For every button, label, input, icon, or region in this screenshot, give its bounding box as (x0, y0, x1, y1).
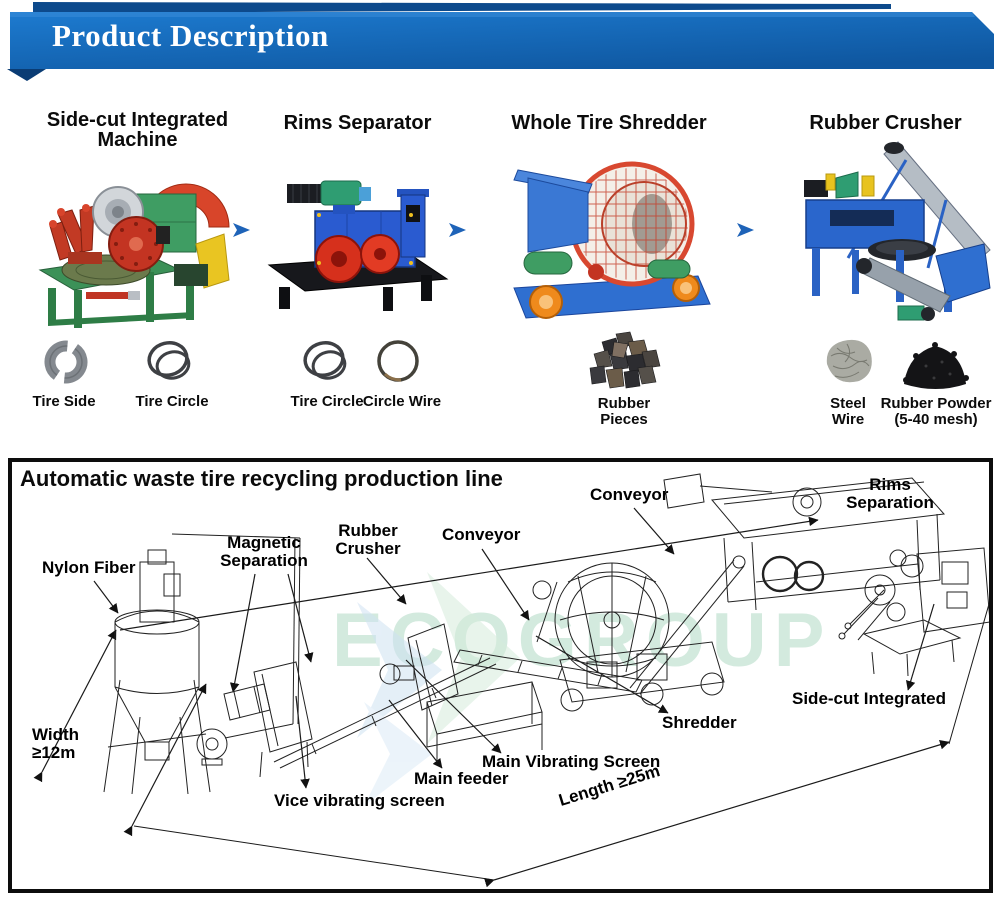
tire-circle-photo (303, 341, 347, 380)
ribbon-highlight (10, 12, 975, 17)
flow-arrow-icon (737, 223, 754, 237)
output-label-rubber-pieces: Rubber Pieces (597, 395, 651, 428)
machine-title-rims-separator: Rims Separator (283, 112, 432, 134)
flow-arrow-icon (233, 223, 250, 237)
output-label-steel-wire: Steel Wire (830, 395, 866, 428)
diagram-label-side-cut-integrated: Side-cut Integrated (792, 689, 946, 708)
machine-title-side-cut: Side-cut Integrated Machine (46, 109, 229, 151)
output-label-tire-side: Tire Side (32, 393, 96, 410)
diagram-label-main-feeder: Main feeder (414, 769, 509, 788)
output-label-circle-wire: Circle Wire (362, 393, 442, 410)
circle-wire-photo (377, 340, 419, 382)
diagram-title: Automatic waste tire recycling productio… (20, 466, 503, 491)
steel-wire-photo (826, 339, 872, 383)
output-label-tire-circle: Tire Circle (290, 393, 364, 410)
diagram-label-rubber-crusher: Rubber Crusher (335, 521, 401, 558)
flow-arrow-icon (449, 223, 466, 237)
diagram-label-conveyor: Conveyor (590, 485, 669, 504)
output-label-rubber-powder: Rubber Powder (5-40 mesh) (880, 395, 992, 428)
production-line-drawing (33, 473, 989, 888)
side-cut-machine-photo (38, 183, 230, 328)
diagram-label-rims-separation: Rims Separation (846, 475, 934, 512)
diagram-label-conveyor: Conveyor (442, 525, 521, 544)
tire-side-photo (44, 340, 88, 384)
machine-title-shredder: Whole Tire Shredder (511, 112, 707, 134)
diagram-label-width-dimension: Width ≥12m (32, 725, 80, 762)
header-ribbon (7, 2, 994, 81)
tire-circle-photo (147, 341, 191, 380)
machine-title-rubber-crusher: Rubber Crusher (809, 112, 962, 134)
diagram-label-magnetic-separation: Magnetic Separation (220, 533, 308, 570)
diagram-label-shredder: Shredder (662, 713, 737, 732)
output-label-tire-circle: Tire Circle (135, 393, 209, 410)
rubber-powder-photo (903, 342, 969, 389)
rubber-pieces-photo (589, 331, 661, 389)
diagram-label-nylon-fiber: Nylon Fiber (42, 558, 136, 577)
ribbon-back-strip (33, 2, 891, 13)
rims-separator-photo (267, 180, 449, 311)
diagram-label-vice-vibrating-screen: Vice vibrating screen (274, 791, 445, 810)
ribbon-fold (7, 69, 46, 81)
production-line-diagram: ECOGROUP (8, 458, 993, 893)
page-title: Product Description (52, 18, 329, 53)
whole-tire-shredder-photo (513, 161, 711, 319)
diagram-label-main-vibrating-screen: Main Vibrating Screen (482, 752, 661, 771)
rubber-crusher-photo (804, 141, 991, 321)
ribbon-band (10, 12, 994, 69)
